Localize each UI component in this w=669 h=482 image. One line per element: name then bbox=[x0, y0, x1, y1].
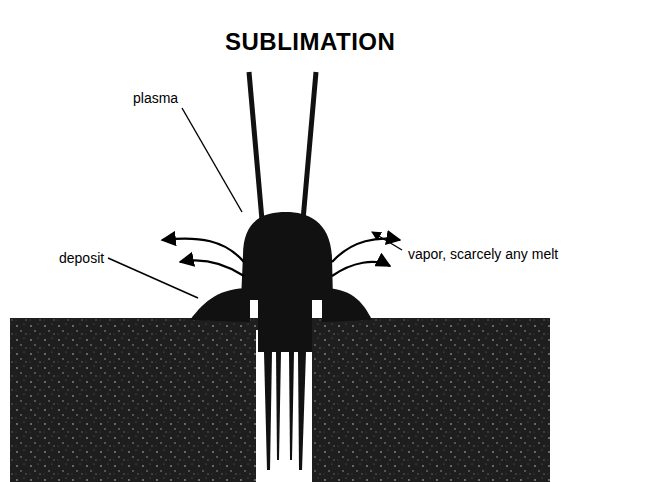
plasma-plume bbox=[241, 212, 333, 352]
keyhole bbox=[256, 330, 312, 482]
part-label: vapor, scarcely any melt bbox=[406, 246, 560, 262]
deposit-left bbox=[190, 288, 250, 322]
part-label: deposit bbox=[57, 250, 106, 266]
diagram-title: SUBLIMATION bbox=[225, 28, 395, 56]
beam-in-keyhole bbox=[264, 352, 306, 470]
part-label: plasma bbox=[131, 90, 180, 106]
leader-lines bbox=[108, 108, 402, 298]
vapor-arrows bbox=[162, 239, 400, 276]
laser-beam bbox=[249, 72, 316, 220]
